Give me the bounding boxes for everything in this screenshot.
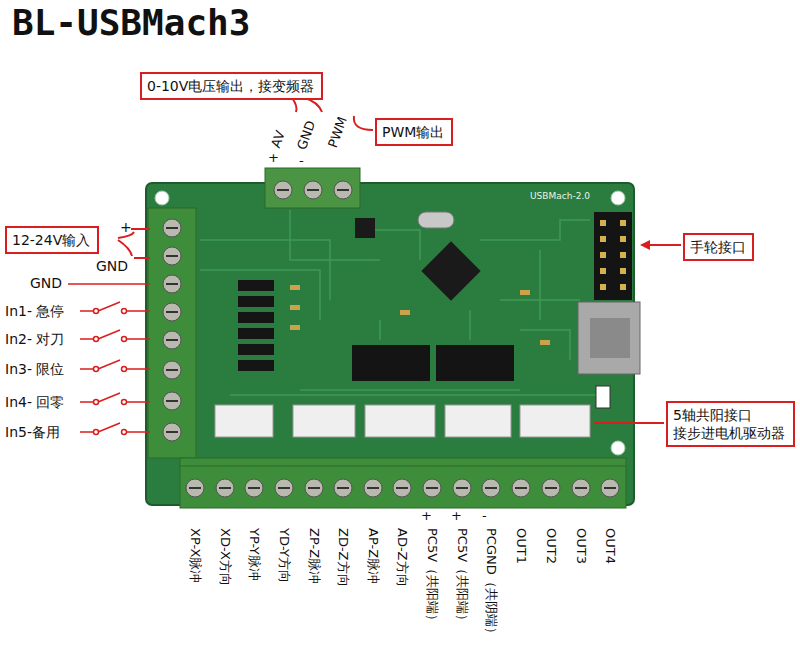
polarity-sign: + — [451, 508, 462, 524]
arrowhead — [640, 240, 650, 250]
motor-connectors — [215, 405, 590, 437]
crystal — [418, 212, 454, 228]
pcb-board — [146, 183, 634, 505]
callout-text: 12-24V输入 — [12, 231, 92, 249]
screw-slots — [277, 189, 349, 191]
terminal-block — [180, 458, 626, 508]
mounting-hole — [155, 191, 169, 205]
terminal-label: GND — [96, 258, 128, 274]
polarity-sign: - — [299, 153, 304, 169]
header-pins — [600, 220, 626, 290]
components — [290, 285, 550, 345]
silkscreen-text: USBMach-2.0 — [530, 188, 590, 204]
pin-label: OUT1 — [513, 528, 529, 564]
pin-label: ZP-Z脉冲 — [306, 528, 322, 584]
callout-text: 手轮接口 — [690, 238, 747, 256]
screw-slots — [166, 228, 178, 432]
pin-label: AP-Z脉冲 — [365, 528, 381, 584]
optocouplers — [238, 280, 274, 371]
pin-label: OUT2 — [543, 528, 559, 564]
regulator — [355, 218, 375, 238]
input-label: In5-备用 — [5, 424, 60, 440]
pcb-traces — [200, 210, 600, 395]
polarity-sign: + — [120, 219, 132, 235]
terminal-block — [148, 208, 196, 458]
polarity-sign: - — [482, 508, 487, 524]
pin-label: PC5V（共阳端） — [454, 528, 470, 627]
pin-label: PCGND（共阴端） — [483, 528, 499, 640]
terminal-label: AV — [268, 129, 289, 150]
pin-header — [594, 212, 632, 300]
jumper — [596, 386, 610, 408]
pin-label: XP-X脉冲 — [187, 528, 203, 583]
screw-slots — [189, 487, 616, 489]
input-label: In3- 限位 — [5, 361, 64, 377]
callout-box: 0-10V电压输出，接变频器 — [140, 72, 323, 100]
leader-lines — [118, 98, 681, 423]
ic-chip — [436, 345, 514, 381]
mounting-hole — [611, 191, 625, 205]
pin-label: PC5V（共阳端） — [424, 528, 440, 627]
input-label: In4- 回零 — [5, 394, 64, 410]
terminal-label: GND — [294, 119, 319, 152]
callout-text: PWM输出 — [382, 123, 446, 141]
pin-label: ZD-Z方向 — [335, 528, 351, 587]
pin-label: OUT4 — [602, 528, 618, 564]
terminal-screws — [163, 219, 181, 441]
callout-box: 12-24V输入 — [5, 226, 99, 254]
input-label: In1- 急停 — [5, 303, 64, 319]
mounting-hole — [611, 441, 625, 455]
callout-box: PWM输出 — [375, 118, 453, 146]
terminal-label: PWM — [325, 115, 351, 150]
terminal-block — [265, 168, 360, 208]
usb-port — [590, 318, 630, 358]
terminal-screws — [186, 479, 619, 497]
wire — [68, 283, 150, 285]
terminal-label: GND — [30, 275, 62, 291]
input-label: In2- 对刀 — [5, 331, 64, 347]
polarity-sign: + — [268, 150, 279, 166]
pin-label: YP-Y脉冲 — [246, 528, 262, 581]
callout-box: 5轴共阳接口 接步进电机驱动器 — [666, 401, 795, 447]
mcu-chip — [421, 241, 480, 300]
pin-label: OUT3 — [573, 528, 589, 564]
pin-label: XD-X方向 — [217, 528, 233, 586]
switch-symbols — [80, 302, 150, 435]
callout-box: 手轮接口 — [683, 233, 754, 261]
ic-chip — [352, 345, 430, 381]
callout-text: 5轴共阳接口 接步进电机驱动器 — [673, 406, 787, 442]
pin-label: AD-Z方向 — [394, 528, 410, 587]
pin-label: YD-Y方向 — [276, 528, 292, 583]
polarity-sign: + — [421, 508, 432, 524]
callout-text: 0-10V电压输出，接变频器 — [147, 77, 316, 95]
block-edge — [180, 466, 626, 467]
usb-connector — [578, 302, 640, 374]
terminal-screws — [274, 181, 352, 199]
page-title: BL-USBMach3 — [12, 2, 250, 44]
